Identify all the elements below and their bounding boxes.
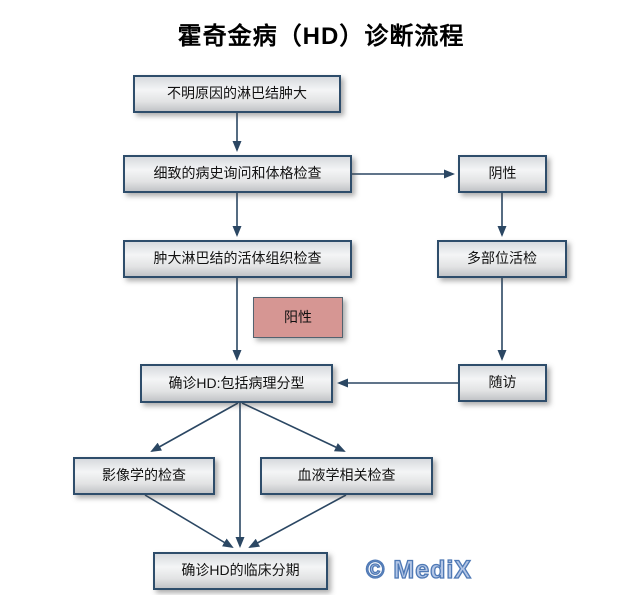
node-confirm-hd-pathology: 确诊HD:包括病理分型 bbox=[140, 364, 333, 403]
node-hematology-exam: 血液学相关检查 bbox=[260, 457, 433, 495]
node-lymph-node-biopsy: 肿大淋巴结的活体组织检查 bbox=[123, 240, 352, 278]
node-positive: 阳性 bbox=[253, 297, 343, 338]
arrow-confirm-to-imaging bbox=[150, 402, 239, 452]
node-multisite-biopsy: 多部位活检 bbox=[437, 240, 567, 278]
node-clinical-staging: 确诊HD的临床分期 bbox=[153, 552, 328, 590]
arrow-imaging-to-staging bbox=[144, 494, 234, 549]
node-negative: 阴性 bbox=[458, 155, 547, 193]
arrow-hematology-to-staging bbox=[248, 494, 347, 548]
diagram-title: 霍奇金病（HD）诊断流程 bbox=[177, 23, 465, 50]
node-history-physical-exam: 细致的病史询问和体格检查 bbox=[123, 155, 352, 193]
node-followup: 随访 bbox=[458, 364, 547, 402]
node-unexplained-lymphadenopathy: 不明原因的淋巴结肿大 bbox=[133, 75, 341, 113]
medix-watermark: © MediX bbox=[365, 555, 472, 584]
arrow-confirm-to-hematology bbox=[241, 402, 346, 452]
node-imaging-exam: 影像学的检查 bbox=[73, 457, 215, 495]
